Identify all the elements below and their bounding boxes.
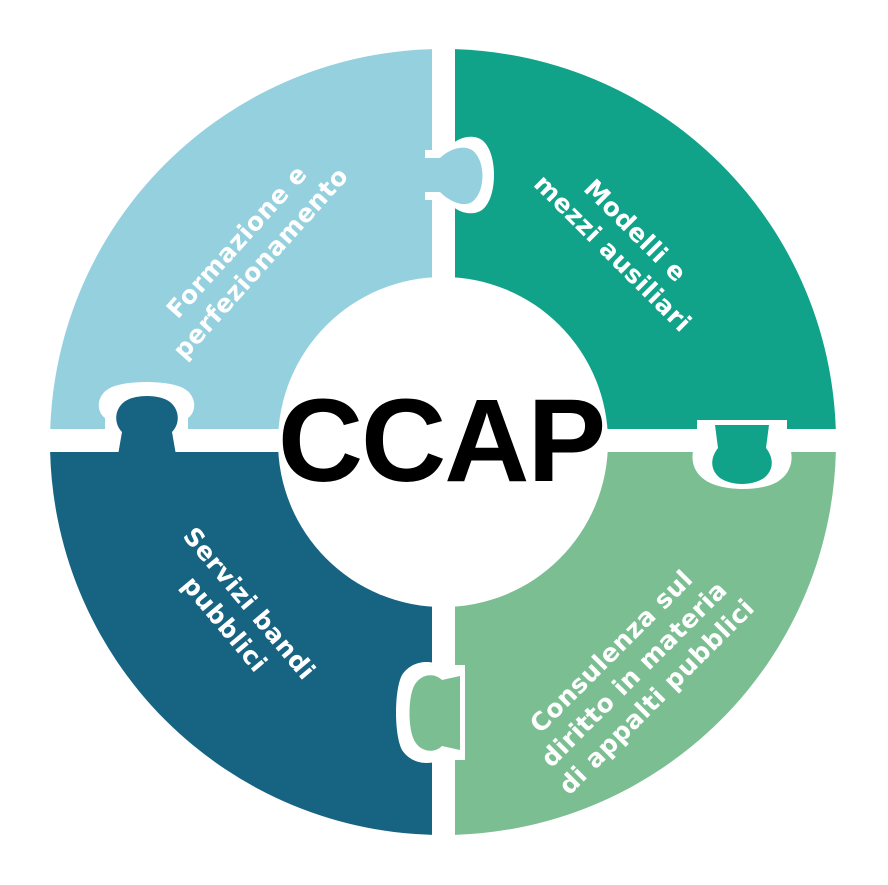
puzzle-tab-consulting <box>396 662 465 763</box>
puzzle-tab-training <box>425 136 494 214</box>
puzzle-tab-tenders <box>98 382 195 455</box>
center-circle <box>278 277 608 607</box>
puzzle-tab-models <box>692 420 792 489</box>
center-title: CCAP <box>278 375 604 507</box>
